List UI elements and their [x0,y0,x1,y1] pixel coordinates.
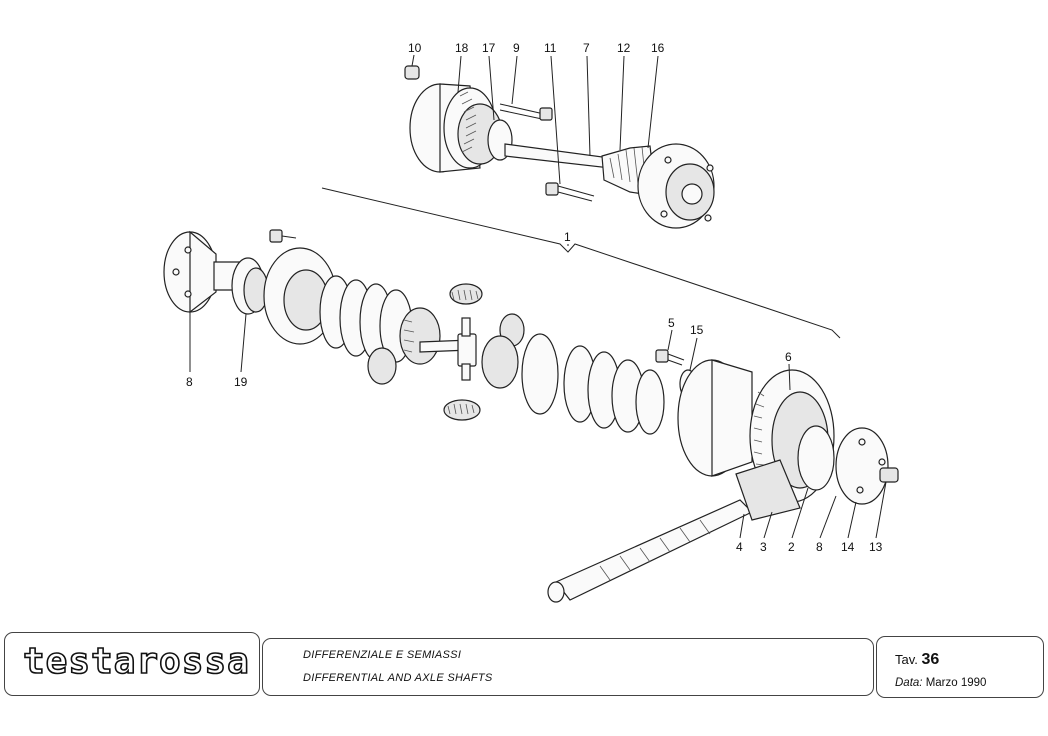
callout-1: 1 [564,230,571,244]
date: Data: Marzo 1990 [895,677,986,689]
callout-12: 12 [617,41,631,55]
brand-box: testarossa [4,632,260,696]
callout-3: 3 [760,540,767,554]
callout-7: 7 [583,41,590,55]
table-number: Tav. 36 [895,651,939,669]
assembly-bracket [321,187,841,339]
callout-13: 13 [869,540,883,554]
title-box: DIFFERENZIALE E SEMIASSI DIFFERENTIAL AN… [262,638,874,696]
brand-logo: testarossa [22,640,250,683]
callout-10: 10 [408,41,422,55]
upper-leader-lines [411,54,659,185]
date-value: Marzo 1990 [925,677,987,689]
date-label: Data: [895,677,923,689]
callout-9: 9 [513,41,520,55]
axle-shaft-assembly [404,65,715,229]
callout-14: 14 [841,540,855,554]
callout-8-right: 8 [816,540,823,554]
callout-8-left: 8 [186,375,193,389]
callout-4: 4 [736,540,743,554]
callout-2: 2 [788,540,795,554]
differential-assembly [163,229,899,603]
title-italian: DIFFERENZIALE E SEMIASSI [303,649,462,661]
callout-6: 6 [785,350,792,364]
callout-18: 18 [455,41,469,55]
tav-label: Tav. [895,652,918,667]
callout-labels: 10 18 17 9 11 7 12 16 1 5 15 6 8 19 4 3 … [186,41,883,554]
callout-5: 5 [668,316,675,330]
callout-19: 19 [234,375,248,389]
reference-box: Tav. 36 Data: Marzo 1990 [876,636,1044,698]
callout-16: 16 [651,41,665,55]
callout-11: 11 [544,41,557,55]
lower-leader-lines [189,244,887,539]
exploded-parts-diagram: 10 18 17 9 11 7 12 16 1 5 15 6 8 19 4 3 … [163,41,899,603]
tav-number: 36 [921,651,940,668]
title-english: DIFFERENTIAL AND AXLE SHAFTS [303,672,493,684]
callout-15: 15 [690,323,704,337]
callout-17: 17 [482,41,496,55]
